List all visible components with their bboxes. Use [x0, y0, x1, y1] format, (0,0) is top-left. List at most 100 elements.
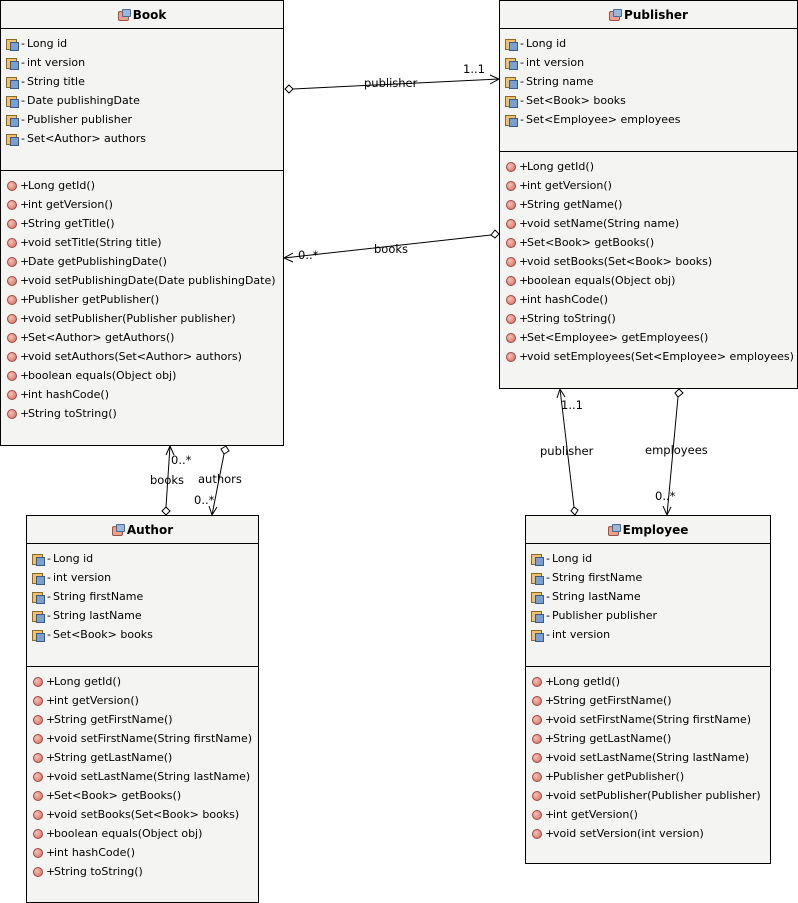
methods-compartment: +Long getId()+int getVersion()+String ge…: [500, 152, 797, 366]
attribute-row: -Long id: [27, 549, 258, 568]
attribute-row: -Set<Book> books: [500, 91, 797, 110]
field-icon: [530, 610, 544, 623]
visibility-marker: +: [20, 350, 30, 363]
class-employee[interactable]: Employee -Long id-String firstName-Strin…: [525, 515, 771, 864]
field-icon: [5, 76, 19, 89]
method-icon: [7, 199, 17, 210]
method-row: +void setAuthors(Set<Author> authors): [1, 347, 283, 366]
field-icon: [31, 629, 45, 642]
visibility-marker: -: [47, 628, 51, 641]
attribute-row: -Date publishingDate: [1, 91, 283, 110]
method-row: +boolean equals(Object obj): [27, 824, 258, 843]
method-row: +Long getId(): [500, 157, 797, 176]
class-header: Book: [1, 1, 283, 29]
method-text: String toString(): [28, 407, 117, 420]
method-row: +int getVersion(): [27, 691, 258, 710]
method-row: +boolean equals(Object obj): [1, 366, 283, 385]
methods-compartment: +Long getId()+int getVersion()+String ge…: [1, 171, 283, 423]
method-text: void setPublishingDate(Date publishingDa…: [28, 274, 276, 287]
method-row: +void setPublishingDate(Date publishingD…: [1, 271, 283, 290]
visibility-marker: +: [20, 331, 30, 344]
class-publisher[interactable]: Publisher -Long id-int version-String na…: [499, 0, 798, 389]
attribute-row: -String lastName: [526, 587, 770, 606]
aggregation-diamond-publisher-employees: [674, 388, 684, 398]
method-text: String getName(): [527, 198, 623, 211]
method-icon: [506, 351, 516, 362]
method-icon: [506, 256, 516, 267]
edge-employee-publisher: [559, 388, 575, 508]
field-icon: [5, 57, 19, 70]
visibility-marker: +: [20, 388, 30, 401]
method-row: +int hashCode(): [27, 843, 258, 862]
visibility-marker: +: [545, 713, 555, 726]
attribute-text: Set<Author> authors: [27, 132, 147, 145]
class-name: Employee: [622, 522, 689, 537]
method-row: +String getName(): [500, 195, 797, 214]
attribute-row: -String name: [500, 72, 797, 91]
arrowhead-books: [282, 252, 294, 263]
visibility-marker: -: [520, 94, 524, 107]
method-icon: [532, 714, 542, 725]
method-row: +String getFirstName(): [526, 691, 770, 710]
aggregation-diamond-author: [161, 506, 171, 516]
visibility-marker: -: [520, 56, 524, 69]
method-icon: [7, 218, 17, 229]
visibility-marker: +: [20, 179, 30, 192]
method-text: void setLastName(String lastName): [553, 751, 750, 764]
arrowhead-author-books: [165, 444, 175, 456]
method-icon: [33, 866, 43, 877]
method-row: +void setLastName(String lastName): [27, 767, 258, 786]
method-text: void setPublisher(Publisher publisher): [553, 789, 761, 802]
visibility-marker: +: [46, 789, 56, 802]
edge-book-publisher: [292, 78, 500, 90]
visibility-marker: +: [545, 808, 555, 821]
visibility-marker: +: [545, 751, 555, 764]
visibility-marker: +: [46, 808, 56, 821]
method-text: String getFirstName(): [54, 713, 173, 726]
attribute-row: -int version: [526, 625, 770, 644]
visibility-marker: -: [520, 37, 524, 50]
edge-publisher-employees: [666, 396, 679, 516]
method-icon: [506, 294, 516, 305]
method-text: Date getPublishingDate(): [28, 255, 167, 268]
method-row: +void setName(String name): [500, 214, 797, 233]
visibility-marker: +: [46, 846, 56, 859]
field-icon: [31, 572, 45, 585]
attribute-row: -int version: [1, 53, 283, 72]
attribute-row: -String lastName: [27, 606, 258, 625]
method-icon: [532, 771, 542, 782]
arrowhead-employee-publisher: [556, 387, 566, 399]
method-text: Set<Book> getBooks(): [527, 236, 655, 249]
visibility-marker: +: [20, 217, 30, 230]
method-row: +void setPublisher(Publisher publisher): [526, 786, 770, 805]
method-row: +int hashCode(): [1, 385, 283, 404]
attribute-text: String firstName: [53, 590, 144, 603]
visibility-marker: -: [546, 609, 550, 622]
edge-book-authors: [211, 453, 225, 516]
field-icon: [530, 572, 544, 585]
method-text: String getLastName(): [54, 751, 173, 764]
method-row: +void setEmployees(Set<Employee> employe…: [500, 347, 797, 366]
class-header: Author: [27, 516, 258, 544]
class-author[interactable]: Author -Long id-int version-String first…: [26, 515, 259, 903]
field-icon: [31, 591, 45, 604]
method-text: String getTitle(): [28, 217, 115, 230]
method-row: +Long getId(): [1, 176, 283, 195]
attribute-row: -Set<Employee> employees: [500, 110, 797, 129]
field-icon: [5, 114, 19, 127]
class-book[interactable]: Book -Long id-int version-String title-D…: [0, 0, 284, 446]
method-icon: [33, 847, 43, 858]
method-row: +void setPublisher(Publisher publisher): [1, 309, 283, 328]
method-icon: [7, 256, 17, 267]
method-icon: [33, 790, 43, 801]
field-icon: [504, 95, 518, 108]
field-icon: [504, 57, 518, 70]
method-row: +int getVersion(): [500, 176, 797, 195]
visibility-marker: -: [21, 94, 25, 107]
method-row: +int getVersion(): [1, 195, 283, 214]
attribute-row: -Set<Book> books: [27, 625, 258, 644]
method-icon: [506, 199, 516, 210]
visibility-marker: +: [519, 350, 529, 363]
visibility-marker: -: [546, 571, 550, 584]
